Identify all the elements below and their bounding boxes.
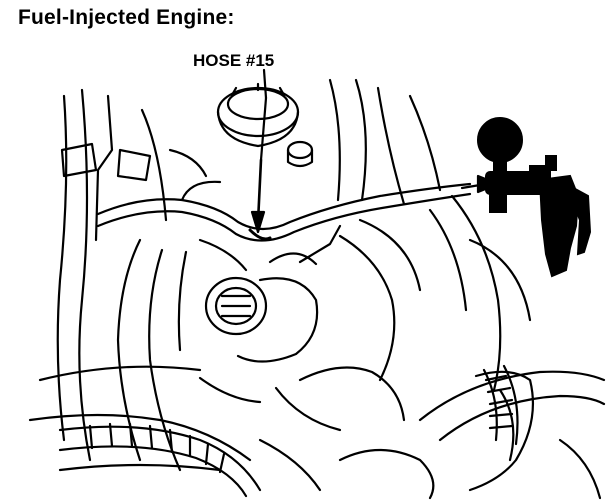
hand-vacuum-pump-icon <box>477 117 592 278</box>
control-valve <box>204 224 342 363</box>
diagram-title: Fuel-Injected Engine: <box>18 6 235 29</box>
filler-cap <box>216 82 300 148</box>
hose-callout-leader <box>250 68 268 234</box>
small-fitting <box>286 140 314 168</box>
hose-15 <box>96 180 472 242</box>
ribbed-hose <box>58 422 262 498</box>
hose-callout-label: HOSE #15 <box>193 51 275 70</box>
engine-body-lines <box>28 78 606 500</box>
ribbed-hose-right <box>482 364 519 446</box>
